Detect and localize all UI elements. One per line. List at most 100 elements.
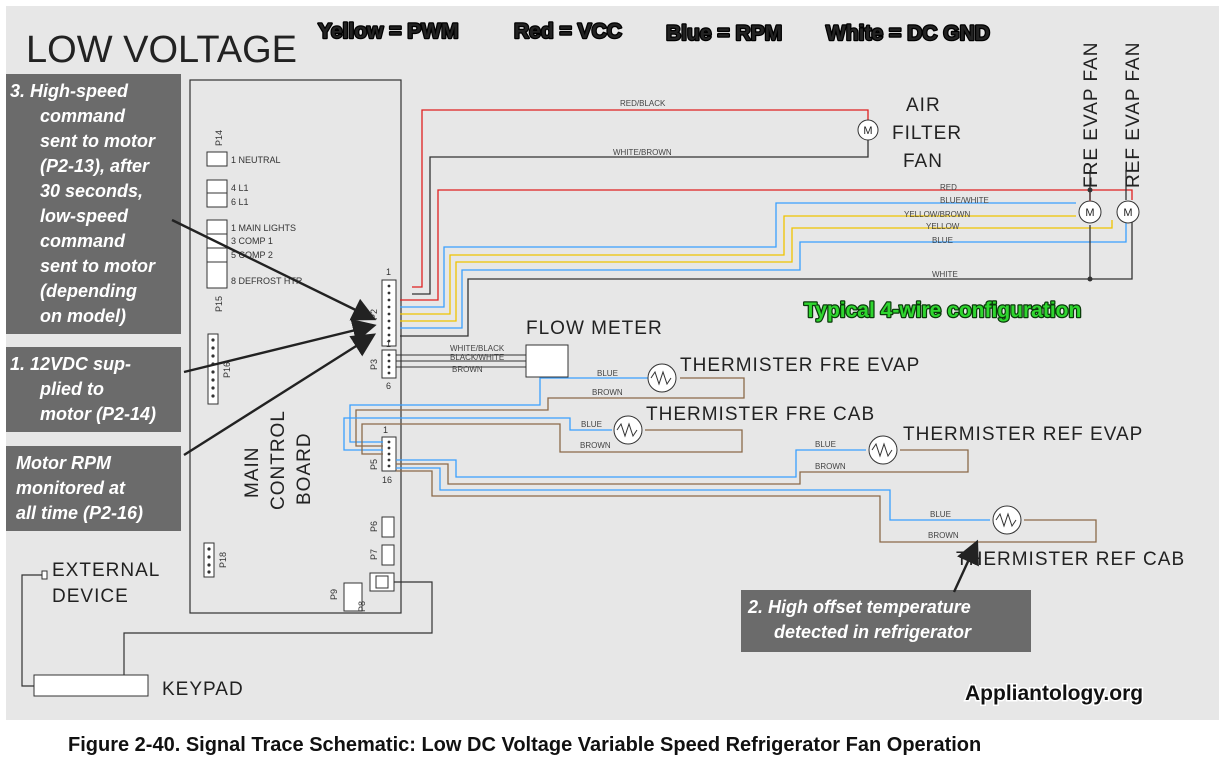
air-filter-fan-motor: M bbox=[857, 119, 879, 141]
site-watermark: Appliantology.org bbox=[965, 682, 1143, 705]
svg-text:8 DEFROST HTR: 8 DEFROST HTR bbox=[231, 276, 303, 286]
callout-high-speed-box bbox=[6, 74, 181, 334]
keypad-wires bbox=[21, 574, 433, 687]
svg-text:DEVICE: DEVICE bbox=[52, 586, 129, 607]
external-device-connector bbox=[41, 570, 48, 580]
svg-text:P7: P7 bbox=[369, 549, 379, 560]
wire-label-yellow-brown: YELLOW/BROWN bbox=[904, 210, 970, 219]
svg-text:AIR: AIR bbox=[906, 95, 941, 116]
svg-text:1: 1 bbox=[383, 425, 388, 435]
wire-label-fre-evap-brown: BROWN bbox=[592, 388, 623, 397]
p8-connector: P8 bbox=[357, 572, 395, 612]
p15-connector: 1 MAIN LIGHTS 3 COMP 1 5 COMP 2 8 DEFROS… bbox=[206, 219, 303, 312]
main-control-board bbox=[189, 79, 402, 614]
svg-text:Motor RPM: Motor RPM bbox=[16, 453, 112, 473]
p6-connector: P6 bbox=[369, 516, 395, 538]
air-filter-fan-wires bbox=[412, 109, 869, 295]
diagram-title: LOW VOLTAGE bbox=[26, 29, 297, 71]
wire-label-blue: BLUE bbox=[932, 236, 953, 245]
svg-text:6: 6 bbox=[386, 381, 391, 391]
thermister-fre-cab-label: THERMISTER FRE CAB bbox=[646, 404, 875, 425]
wire-label-ref-evap-brown: BROWN bbox=[815, 462, 846, 471]
svg-text:P16: P16 bbox=[222, 362, 232, 378]
evap-fan-wires bbox=[400, 170, 1133, 337]
wire-label-red-black: RED/BLACK bbox=[620, 99, 666, 108]
thermister-fre-evap bbox=[647, 363, 677, 393]
thermister-ref-cab bbox=[992, 505, 1022, 535]
wire-label-fre-evap-blue: BLUE bbox=[597, 369, 618, 378]
callout-high-offset-text: 2. High offset temperature detected in r… bbox=[747, 597, 972, 642]
wire-label-fre-cab-brown: BROWN bbox=[580, 441, 611, 450]
external-device-label: EXTERNAL DEVICE bbox=[52, 560, 160, 607]
svg-text:EXTERNAL: EXTERNAL bbox=[52, 560, 160, 581]
svg-text:sent to motor: sent to motor bbox=[40, 131, 156, 151]
ref-evap-fan-label: REF EVAP FAN bbox=[1123, 42, 1144, 188]
p14-connector: P14 1 NEUTRAL 4 L1 6 L1 bbox=[206, 130, 281, 208]
callout-high-speed-text: 3. High-speed command sent to motor (P2-… bbox=[10, 81, 156, 326]
wire-label-red: RED bbox=[940, 183, 957, 192]
svg-text:P8: P8 bbox=[357, 601, 367, 612]
legend-white: White = DC GND bbox=[826, 22, 990, 45]
legend-blue: Blue = RPM bbox=[666, 22, 782, 45]
flow-meter-box bbox=[525, 344, 569, 378]
svg-text:(depending: (depending bbox=[40, 281, 137, 301]
svg-text:monitored at: monitored at bbox=[16, 478, 126, 498]
svg-text:(P2-13), after: (P2-13), after bbox=[40, 156, 150, 176]
svg-text:detected in refrigerator: detected in refrigerator bbox=[774, 622, 972, 642]
legend-red: Red = VCC bbox=[514, 20, 622, 43]
svg-text:1 MAIN LIGHTS: 1 MAIN LIGHTS bbox=[231, 223, 296, 233]
svg-text:30 seconds,: 30 seconds, bbox=[40, 181, 143, 201]
svg-text:all time (P2-16): all time (P2-16) bbox=[16, 503, 143, 523]
p18-connector: P18 bbox=[203, 542, 228, 578]
flow-meter-label: FLOW METER bbox=[526, 318, 663, 339]
callout-high-offset-box bbox=[741, 590, 1031, 652]
svg-text:MAIN: MAIN bbox=[242, 447, 263, 499]
svg-text:command: command bbox=[40, 106, 126, 126]
wire-junctions bbox=[1087, 187, 1093, 282]
svg-text:CONTROL: CONTROL bbox=[268, 410, 289, 510]
thermister-fre-cab bbox=[613, 415, 643, 445]
svg-text:P6: P6 bbox=[369, 521, 379, 532]
svg-text:M: M bbox=[863, 125, 872, 137]
wire-label-ref-evap-blue: BLUE bbox=[815, 440, 836, 449]
svg-text:1: 1 bbox=[386, 267, 391, 277]
svg-text:sent to motor: sent to motor bbox=[40, 256, 156, 276]
wire-label-yellow: YELLOW bbox=[926, 222, 960, 231]
wire-label-fre-cab-blue: BLUE bbox=[581, 420, 602, 429]
svg-text:motor (P2-14): motor (P2-14) bbox=[40, 404, 156, 424]
keypad-box bbox=[33, 674, 149, 697]
wire-label-flow-brown: BROWN bbox=[452, 365, 483, 374]
svg-text:16: 16 bbox=[382, 475, 392, 485]
flow-meter-wires bbox=[396, 354, 526, 368]
svg-text:on model): on model) bbox=[40, 306, 126, 326]
thermister-fre-evap-label: THERMISTER FRE EVAP bbox=[680, 355, 920, 376]
fre-evap-fan-motor: M bbox=[1078, 200, 1102, 224]
callout-rpm-text: Motor RPM monitored at all time (P2-16) bbox=[16, 453, 143, 523]
svg-text:3. High-speed: 3. High-speed bbox=[10, 81, 129, 101]
diagram-background bbox=[6, 6, 1219, 720]
svg-text:P9: P9 bbox=[329, 589, 339, 600]
thermister-ref-evap-label: THERMISTER REF EVAP bbox=[903, 424, 1143, 445]
svg-text:low-speed: low-speed bbox=[40, 206, 129, 226]
air-filter-fan-label: AIR FILTER FAN bbox=[892, 95, 961, 172]
svg-text:5 COMP 2: 5 COMP 2 bbox=[231, 250, 273, 260]
thermistor-wires bbox=[343, 377, 1097, 543]
svg-text:3 COMP 1: 3 COMP 1 bbox=[231, 236, 273, 246]
svg-text:P3: P3 bbox=[369, 359, 379, 370]
svg-text:FAN: FAN bbox=[903, 151, 943, 172]
svg-text:1 NEUTRAL: 1 NEUTRAL bbox=[231, 155, 281, 165]
callout-12vdc-text: 1. 12VDC sup- plied to motor (P2-14) bbox=[10, 354, 156, 424]
legend-yellow: Yellow = PWM bbox=[318, 20, 459, 43]
figure-caption: Figure 2-40. Signal Trace Schematic: Low… bbox=[68, 734, 981, 756]
svg-text:P15: P15 bbox=[214, 296, 224, 312]
p7-connector: P7 bbox=[369, 544, 395, 566]
keypad-label: KEYPAD bbox=[162, 679, 244, 700]
callout-12vdc-box bbox=[6, 347, 181, 432]
svg-text:M: M bbox=[1085, 207, 1094, 219]
svg-text:1: 1 bbox=[386, 339, 391, 349]
svg-text:plied to: plied to bbox=[39, 379, 104, 399]
svg-text:P14: P14 bbox=[214, 130, 224, 146]
svg-text:1. 12VDC sup-: 1. 12VDC sup- bbox=[10, 354, 131, 374]
board-label: MAIN CONTROL BOARD bbox=[242, 410, 315, 510]
